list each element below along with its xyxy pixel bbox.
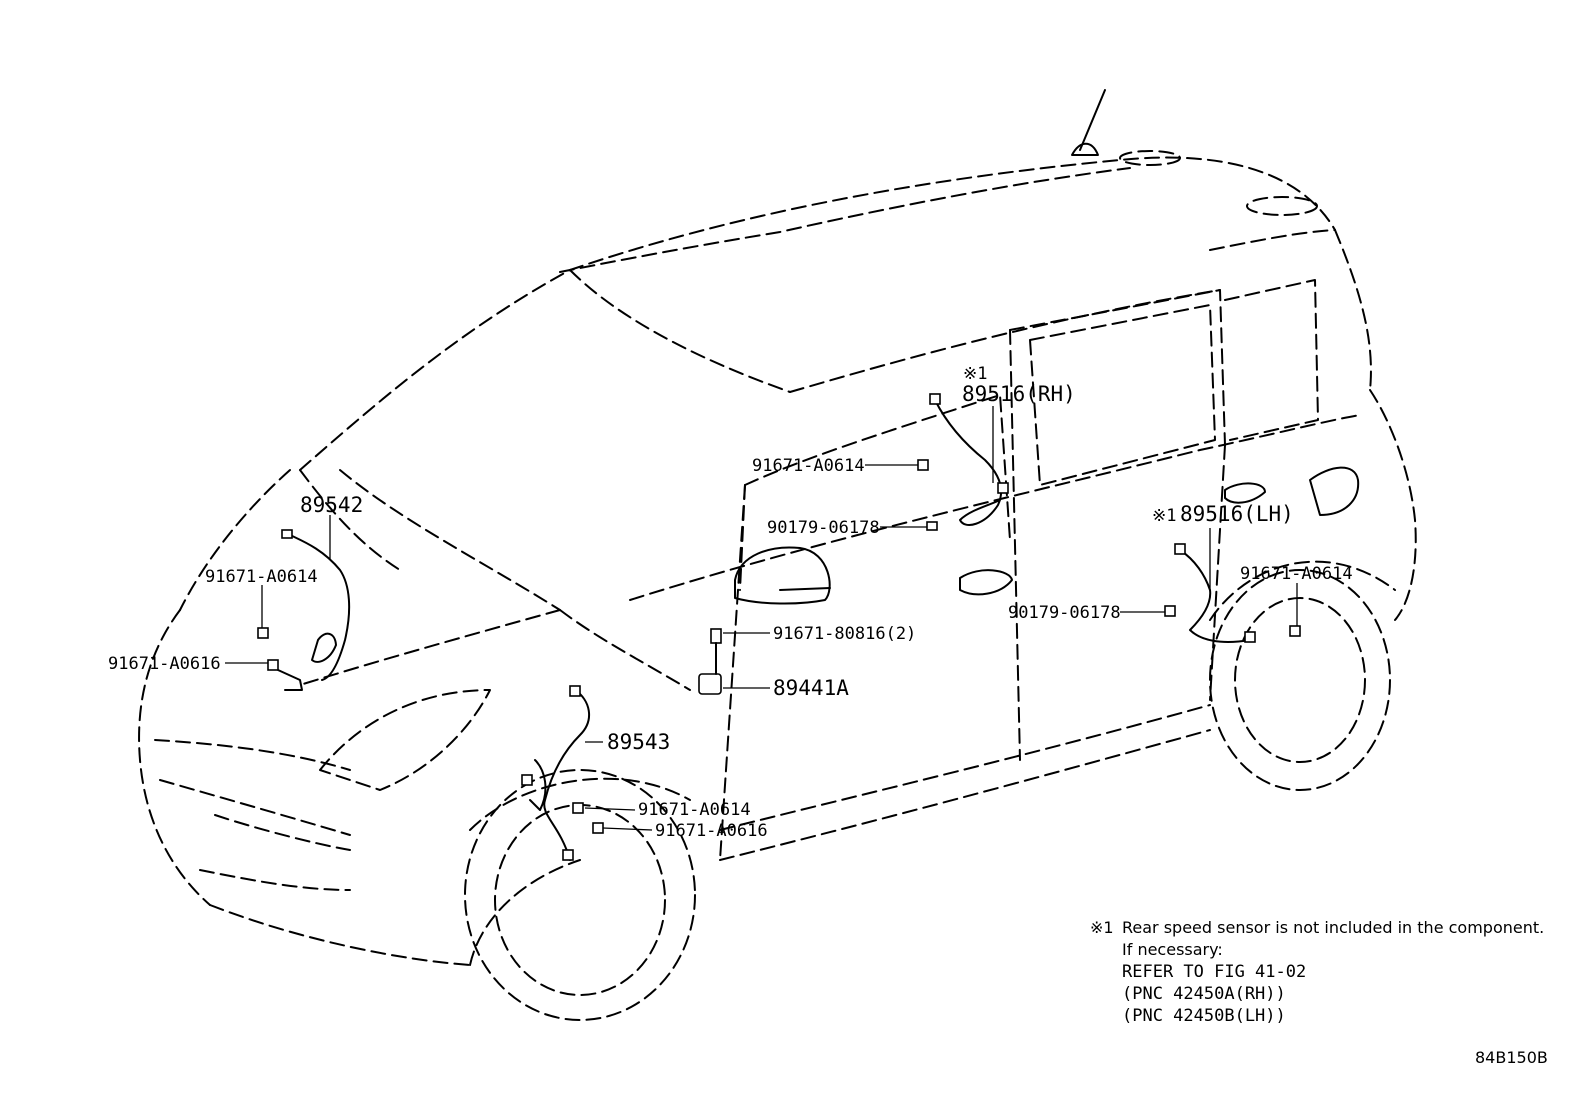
footnote-line5: (PNC 42450B(LH)) [1122, 1006, 1286, 1026]
label-front-r-bolt1: 91671-A0614 [638, 800, 751, 820]
callout-labels: 89542 91671-A0614 91671-A0616 89543 9167… [108, 364, 1353, 841]
footnote-line4: (PNC 42450A(RH)) [1122, 984, 1286, 1004]
label-mark-lh: ※1 [1152, 506, 1176, 526]
footnote-line2: If necessary: [1122, 940, 1223, 959]
footnote-line1: Rear speed sensor is not included in the… [1122, 918, 1545, 937]
part-89516-rh [917, 393, 1009, 531]
label-front-l-bolt1: 91671-A0614 [205, 567, 318, 587]
part-89516-lh [1164, 543, 1301, 643]
label-lh-clip: 90179-06178 [1008, 603, 1121, 623]
label-rh-bolt: 91671-A0614 [752, 456, 865, 476]
part-89542-sensor [257, 529, 351, 691]
label-89441A: 89441A [773, 676, 849, 700]
label-89516-rh: 89516(RH) [962, 382, 1076, 406]
label-lh-bolt: 91671-A0614 [1240, 564, 1353, 584]
body-hardware [734, 482, 1266, 605]
part-89543-sensor [521, 685, 604, 861]
figure-code: 84B150B [1475, 1048, 1548, 1067]
label-89542: 89542 [300, 493, 363, 517]
label-sensor-bolt: 91671-80816(2) [773, 624, 916, 644]
car-body-outline [138, 89, 1417, 1021]
label-mark-rh: ※1 [963, 364, 987, 384]
leader-lines [225, 406, 1298, 831]
label-rh-clip: 90179-06178 [767, 518, 880, 538]
label-89516-lh: 89516(LH) [1180, 502, 1294, 526]
label-front-l-bolt2: 91671-A0616 [108, 654, 221, 674]
label-89543: 89543 [607, 730, 670, 754]
footnote-line3: REFER TO FIG 41-02 [1122, 962, 1307, 982]
part-89441A [698, 628, 722, 695]
label-front-r-bolt2: 91671-A0616 [655, 821, 768, 841]
footnote-mark: ※1 [1090, 918, 1114, 937]
